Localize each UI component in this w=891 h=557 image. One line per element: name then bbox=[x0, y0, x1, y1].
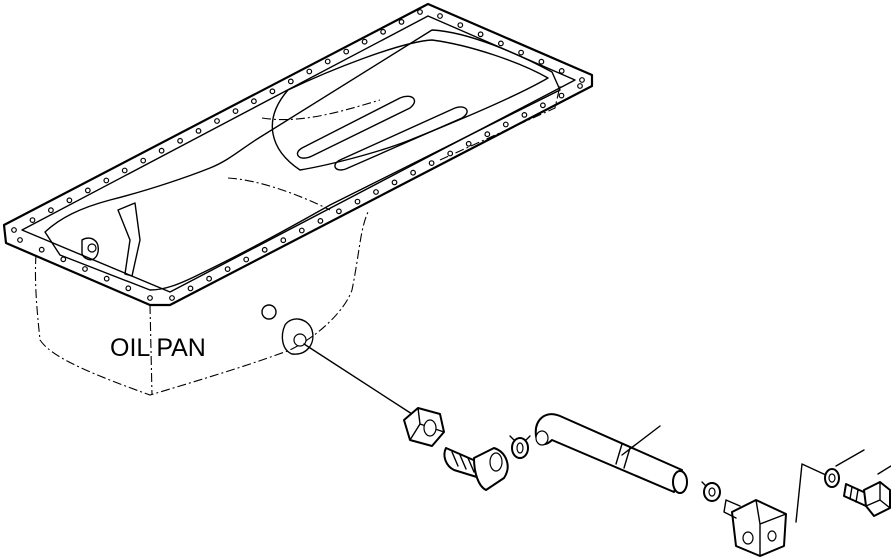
flange-bolt-holes bbox=[11, 9, 585, 301]
flange-bolt-hole bbox=[224, 266, 231, 273]
flange-bolt-hole bbox=[484, 131, 491, 138]
flange-bolt-hole bbox=[398, 19, 405, 25]
leader-line bbox=[795, 463, 829, 523]
flange-bolt-hole bbox=[103, 275, 110, 282]
flange-bolt-hole bbox=[380, 28, 387, 35]
flange-bolt-hole bbox=[538, 58, 545, 65]
flange-bolt-hole bbox=[306, 68, 313, 75]
oil-pan-flange-outline bbox=[2, 2, 594, 307]
flange-bolt-hole bbox=[29, 217, 36, 224]
flange-bolt-hole bbox=[48, 207, 54, 214]
oil-pan-flange-inner bbox=[21, 15, 576, 293]
oil-pan-inner-rim bbox=[44, 29, 561, 291]
hose bbox=[534, 413, 688, 494]
flange-bolt-hole bbox=[518, 49, 524, 56]
flange-bolt-hole bbox=[125, 285, 132, 292]
drain-boss bbox=[87, 243, 97, 253]
flange-bolt-hole bbox=[169, 295, 175, 301]
flange-bolt-hole bbox=[477, 31, 484, 38]
flange-bolt-hole bbox=[280, 237, 287, 244]
flange-bolt-hole bbox=[447, 150, 454, 157]
flange-bolt-hole bbox=[417, 9, 423, 15]
flange-bolt-hole bbox=[502, 121, 509, 128]
flange-bolt-hole bbox=[206, 275, 213, 282]
oil-pan-ridge bbox=[227, 177, 331, 211]
flange-bolt-hole bbox=[558, 92, 565, 99]
flange-bolt-hole bbox=[195, 127, 202, 134]
flange-bolt-hole bbox=[579, 77, 585, 83]
flange-bolt-hole bbox=[214, 118, 220, 124]
hose-clamp bbox=[701, 481, 721, 502]
oil-pan-body-outline bbox=[149, 304, 153, 396]
flange-bolt-hole bbox=[391, 179, 398, 186]
flange-bolt-hole bbox=[269, 88, 276, 95]
flange-bolt-hole bbox=[11, 227, 17, 233]
oil-pan-label: OIL PAN bbox=[110, 334, 206, 362]
flange-bolt-hole bbox=[84, 187, 91, 194]
flange-bolt-hole bbox=[243, 256, 250, 263]
flange-bolt-hole bbox=[187, 285, 194, 292]
washer bbox=[824, 449, 865, 488]
oil-pan-sump-basin bbox=[271, 39, 549, 171]
flange-bolt-hole bbox=[521, 111, 528, 118]
bolt bbox=[843, 465, 891, 517]
flange-bolt-hole bbox=[38, 246, 45, 253]
flange-bolt-hole bbox=[428, 160, 435, 167]
oil-pan-body-outline bbox=[34, 211, 369, 396]
flange-bolt-hole bbox=[354, 198, 361, 205]
flange-bolt-hole bbox=[361, 38, 368, 45]
flange-bolt-hole bbox=[343, 48, 350, 55]
flange-bolt-hole bbox=[317, 217, 324, 224]
flange-bolt-hole bbox=[558, 67, 565, 74]
flange-bolt-hole bbox=[373, 189, 379, 195]
hose-clamp bbox=[509, 435, 531, 459]
oil-pan bbox=[2, 2, 594, 396]
adapter-block bbox=[723, 499, 787, 557]
elbow-fitting bbox=[443, 447, 509, 491]
flange-bolt-hole bbox=[410, 169, 417, 176]
hex-nut bbox=[403, 407, 445, 447]
flange-bolt-hole bbox=[498, 40, 504, 47]
flange-bolt-hole bbox=[250, 98, 257, 105]
leader-line bbox=[303, 343, 413, 415]
flange-bolt-hole bbox=[437, 13, 443, 19]
flange-bolt-hole bbox=[336, 208, 342, 215]
flange-bolt-hole bbox=[232, 108, 239, 114]
flange-bolt-hole bbox=[261, 246, 268, 253]
flange-bolt-hole bbox=[60, 256, 67, 263]
flange-bolt-hole bbox=[66, 197, 73, 204]
oil-pan-ridge bbox=[261, 99, 381, 121]
flange-bolt-hole bbox=[103, 177, 110, 184]
flange-bolt-hole bbox=[177, 137, 184, 144]
oil-pan-slot bbox=[296, 95, 416, 159]
dipstick-bracket bbox=[117, 202, 141, 277]
drain-port-boss bbox=[281, 318, 314, 355]
flange-bolt-hole bbox=[540, 102, 546, 109]
flange-bolt-hole bbox=[287, 78, 294, 85]
flange-bolt-hole bbox=[457, 22, 464, 29]
flange-bolt-hole bbox=[577, 83, 583, 89]
flange-bolt-hole bbox=[147, 295, 153, 301]
flange-bolt-hole bbox=[121, 167, 128, 174]
dipstick-bracket bbox=[81, 237, 99, 261]
flange-bolt-hole bbox=[465, 140, 472, 147]
flange-bolt-hole bbox=[298, 227, 305, 234]
flange-bolt-hole bbox=[158, 147, 165, 154]
flange-bolt-hole bbox=[17, 237, 23, 243]
sensor-boss bbox=[261, 304, 277, 320]
drain-port bbox=[293, 333, 307, 347]
flange-bolt-hole bbox=[140, 157, 147, 164]
oil-pan-slot bbox=[334, 106, 468, 171]
oil-pan-body-outline bbox=[439, 85, 561, 161]
flange-bolt-hole bbox=[82, 266, 88, 272]
flange-bolt-hole bbox=[324, 58, 331, 65]
